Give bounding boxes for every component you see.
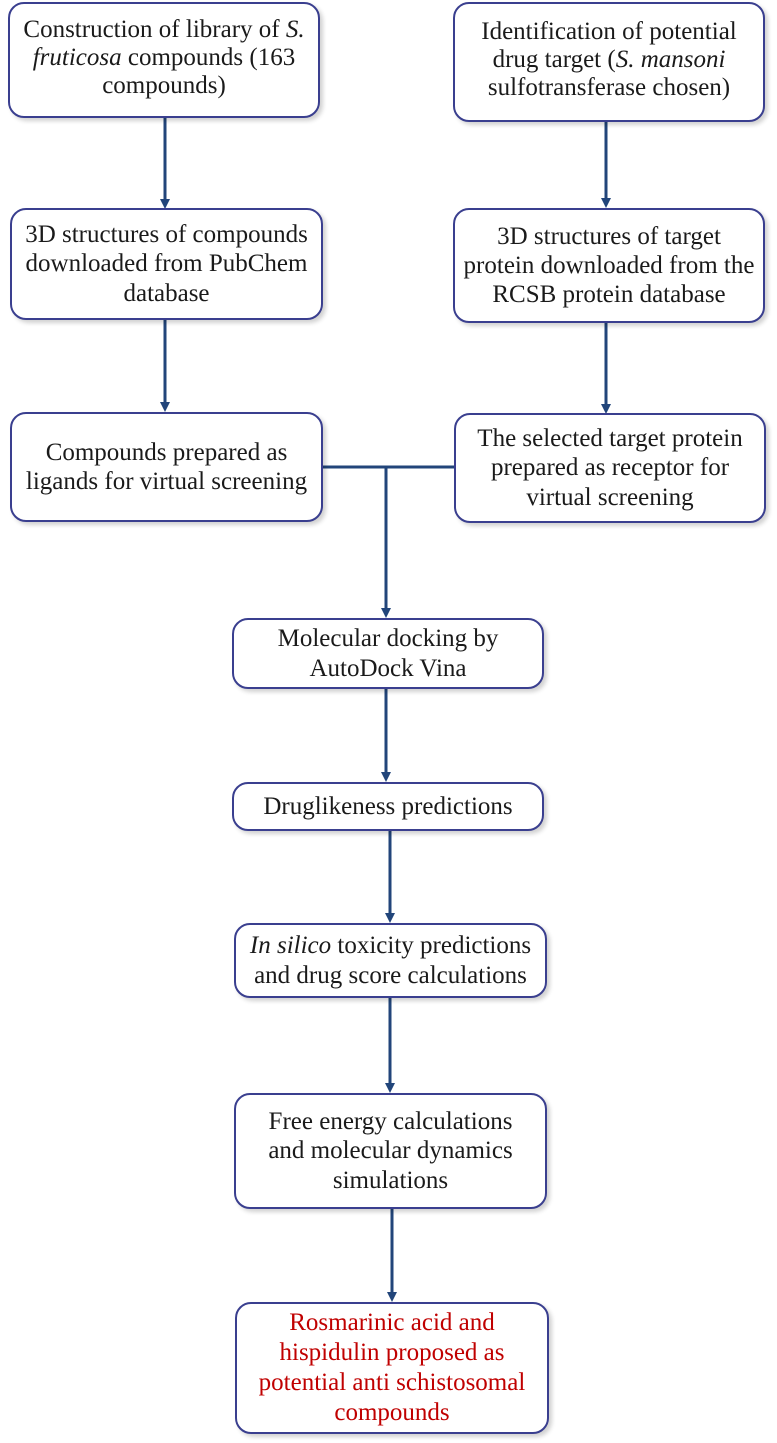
step-compound-structures-line1: 3D structures of compounds (25, 221, 308, 249)
step-md-simulation-line1: Free energy calculations (268, 1108, 513, 1136)
step-construct-library: Construction of library of S. fruticosa … (8, 2, 320, 118)
step-docking: Molecular docking by AutoDock Vina (232, 618, 544, 689)
step-receptor-prep-line1: The selected target protein (477, 425, 743, 453)
step-toxicity: In silico toxicity predictions and drug … (234, 923, 547, 998)
step-docking-line2: AutoDock Vina (309, 654, 467, 682)
step-ligand-prep: Compounds prepared as ligands for virtua… (10, 412, 323, 522)
step-compound-structures-line2: downloaded from PubChem (25, 250, 308, 278)
step-target-structures-line1: 3D structures of target (497, 222, 721, 250)
step-construct-library-line3: compounds) (102, 72, 226, 99)
step-construct-library-line1: Construction of library of S. (23, 16, 305, 43)
step-identify-target: Identification of potential drug target … (453, 2, 765, 122)
step-identify-target-line1: Identification of potential (481, 18, 737, 45)
step-toxicity-line2: and drug score calculations (254, 961, 527, 989)
step-target-structures-line2: protein downloaded from the (463, 251, 755, 279)
step-compound-structures-line3: database (123, 279, 210, 307)
step-md-simulation: Free energy calculations and molecular d… (234, 1093, 547, 1209)
step-ligand-prep-line2: ligands for virtual screening (25, 468, 308, 495)
step-md-simulation-line3: simulations (332, 1166, 449, 1194)
step-compound-structures: 3D structures of compounds downloaded fr… (10, 208, 323, 320)
step-result-line3: potential anti schistosomal (258, 1369, 526, 1396)
step-result: Rosmarinic acid and hispidulin proposed … (235, 1302, 549, 1434)
step-toxicity-line1: In silico toxicity predictions (249, 932, 532, 960)
step-receptor-prep: The selected target protein prepared as … (454, 413, 766, 523)
step-construct-library-line2: fruticosa compounds (163 (32, 44, 296, 71)
step-druglikeness-line1: Druglikeness predictions (263, 792, 513, 820)
step-druglikeness: Druglikeness predictions (232, 782, 544, 831)
step-result-line1: Rosmarinic acid and (289, 1309, 495, 1336)
step-target-structures-line3: RCSB protein database (492, 281, 726, 309)
step-ligand-prep-line1: Compounds prepared as (45, 438, 288, 466)
step-receptor-prep-line2: prepared as receptor for (490, 454, 730, 482)
step-receptor-prep-line3: virtual screening (526, 483, 694, 511)
step-identify-target-line2: drug target (S. mansoni (492, 46, 726, 73)
step-result-line2: hispidulin proposed as (279, 1339, 505, 1366)
step-result-line4: compounds (334, 1399, 450, 1426)
step-target-structures: 3D structures of target protein download… (453, 208, 765, 323)
step-docking-line1: Molecular docking by (277, 625, 499, 653)
step-identify-target-line3: sulfotransferase chosen) (487, 74, 731, 101)
step-md-simulation-line2: and molecular dynamics (268, 1137, 513, 1165)
